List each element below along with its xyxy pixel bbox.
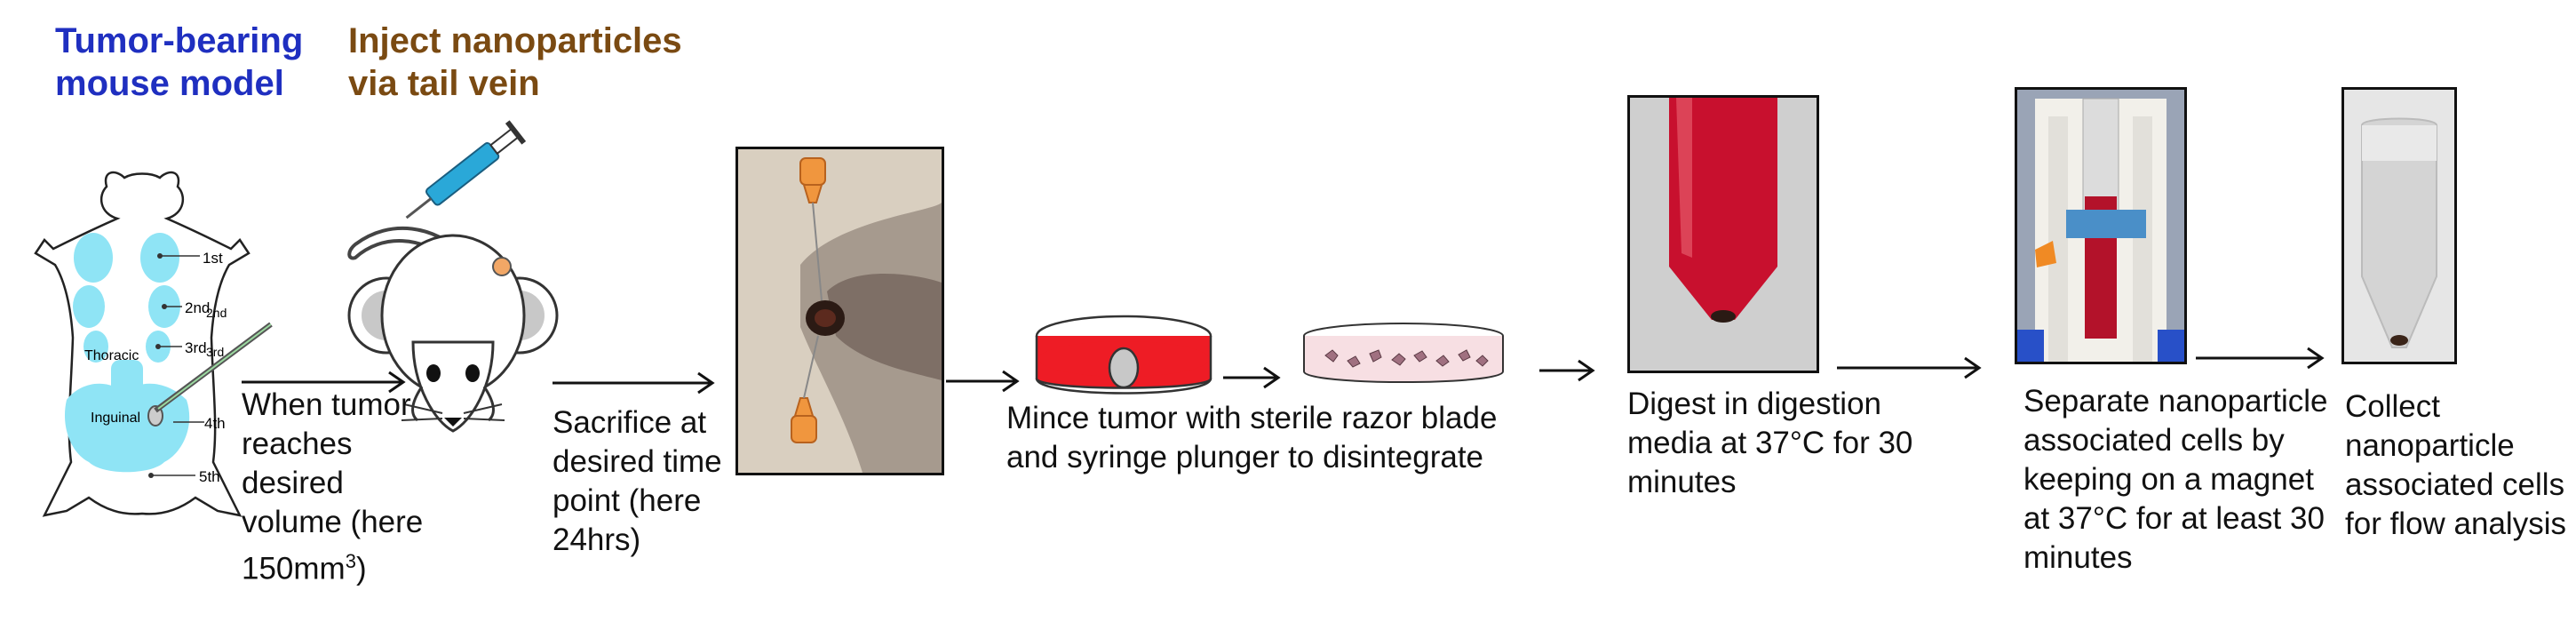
arrow-1 — [242, 371, 406, 394]
arrow-5 — [1539, 359, 1595, 382]
step6-caption: Collect nanoparticle associated cells fo… — [2345, 389, 2566, 541]
dissection-photo — [735, 147, 944, 475]
label-3rd-mirror: 3rd — [206, 345, 224, 359]
step1-superscript: 3 — [345, 550, 356, 572]
magnet-separation-photo — [2015, 87, 2187, 364]
arrow-3 — [946, 370, 1020, 393]
step4-caption: Digest in digestion media at 37°C for 30… — [1627, 387, 1913, 499]
label-1st: 1st — [203, 250, 223, 267]
digestion-tube-photo — [1627, 95, 1819, 373]
arrow-6 — [1837, 356, 1982, 379]
arrow-4 — [1223, 366, 1281, 389]
inject-title: Inject nanoparticles via tail vein — [348, 21, 682, 103]
step5-caption: Separate nanoparticle associated cells b… — [2023, 384, 2328, 575]
model-title: Tumor-bearing mouse model — [55, 21, 304, 103]
label-5th: 5th — [199, 468, 220, 485]
label-3rd: 3rd — [185, 339, 207, 356]
syringe-icon — [405, 120, 527, 219]
petri-dish-red — [1035, 315, 1212, 395]
arrow-2 — [553, 371, 715, 395]
label-2nd-mirror: 2nd — [206, 306, 227, 320]
step1-caption: When tumor reaches desired volume (here … — [242, 387, 424, 586]
step2-caption: Sacrifice at desired time point (here 24… — [553, 405, 722, 557]
collection-tube-photo — [2341, 87, 2457, 364]
label-thoracic: Thoracic — [84, 348, 139, 363]
label-4th: 4th — [204, 415, 226, 432]
label-inguinal: Inguinal — [91, 411, 140, 426]
step3-caption: Mince tumor with sterile razor blade and… — [1006, 401, 1498, 474]
mouse-mammary-diagram: 1st 2nd 2nd 3rd 3rd Thoracic Inguinal 4t… — [34, 171, 273, 517]
arrow-7 — [2196, 347, 2325, 370]
petri-dish-minced — [1303, 323, 1504, 383]
label-2nd: 2nd — [185, 299, 210, 316]
cartoon-mouse-injection — [347, 120, 559, 433]
